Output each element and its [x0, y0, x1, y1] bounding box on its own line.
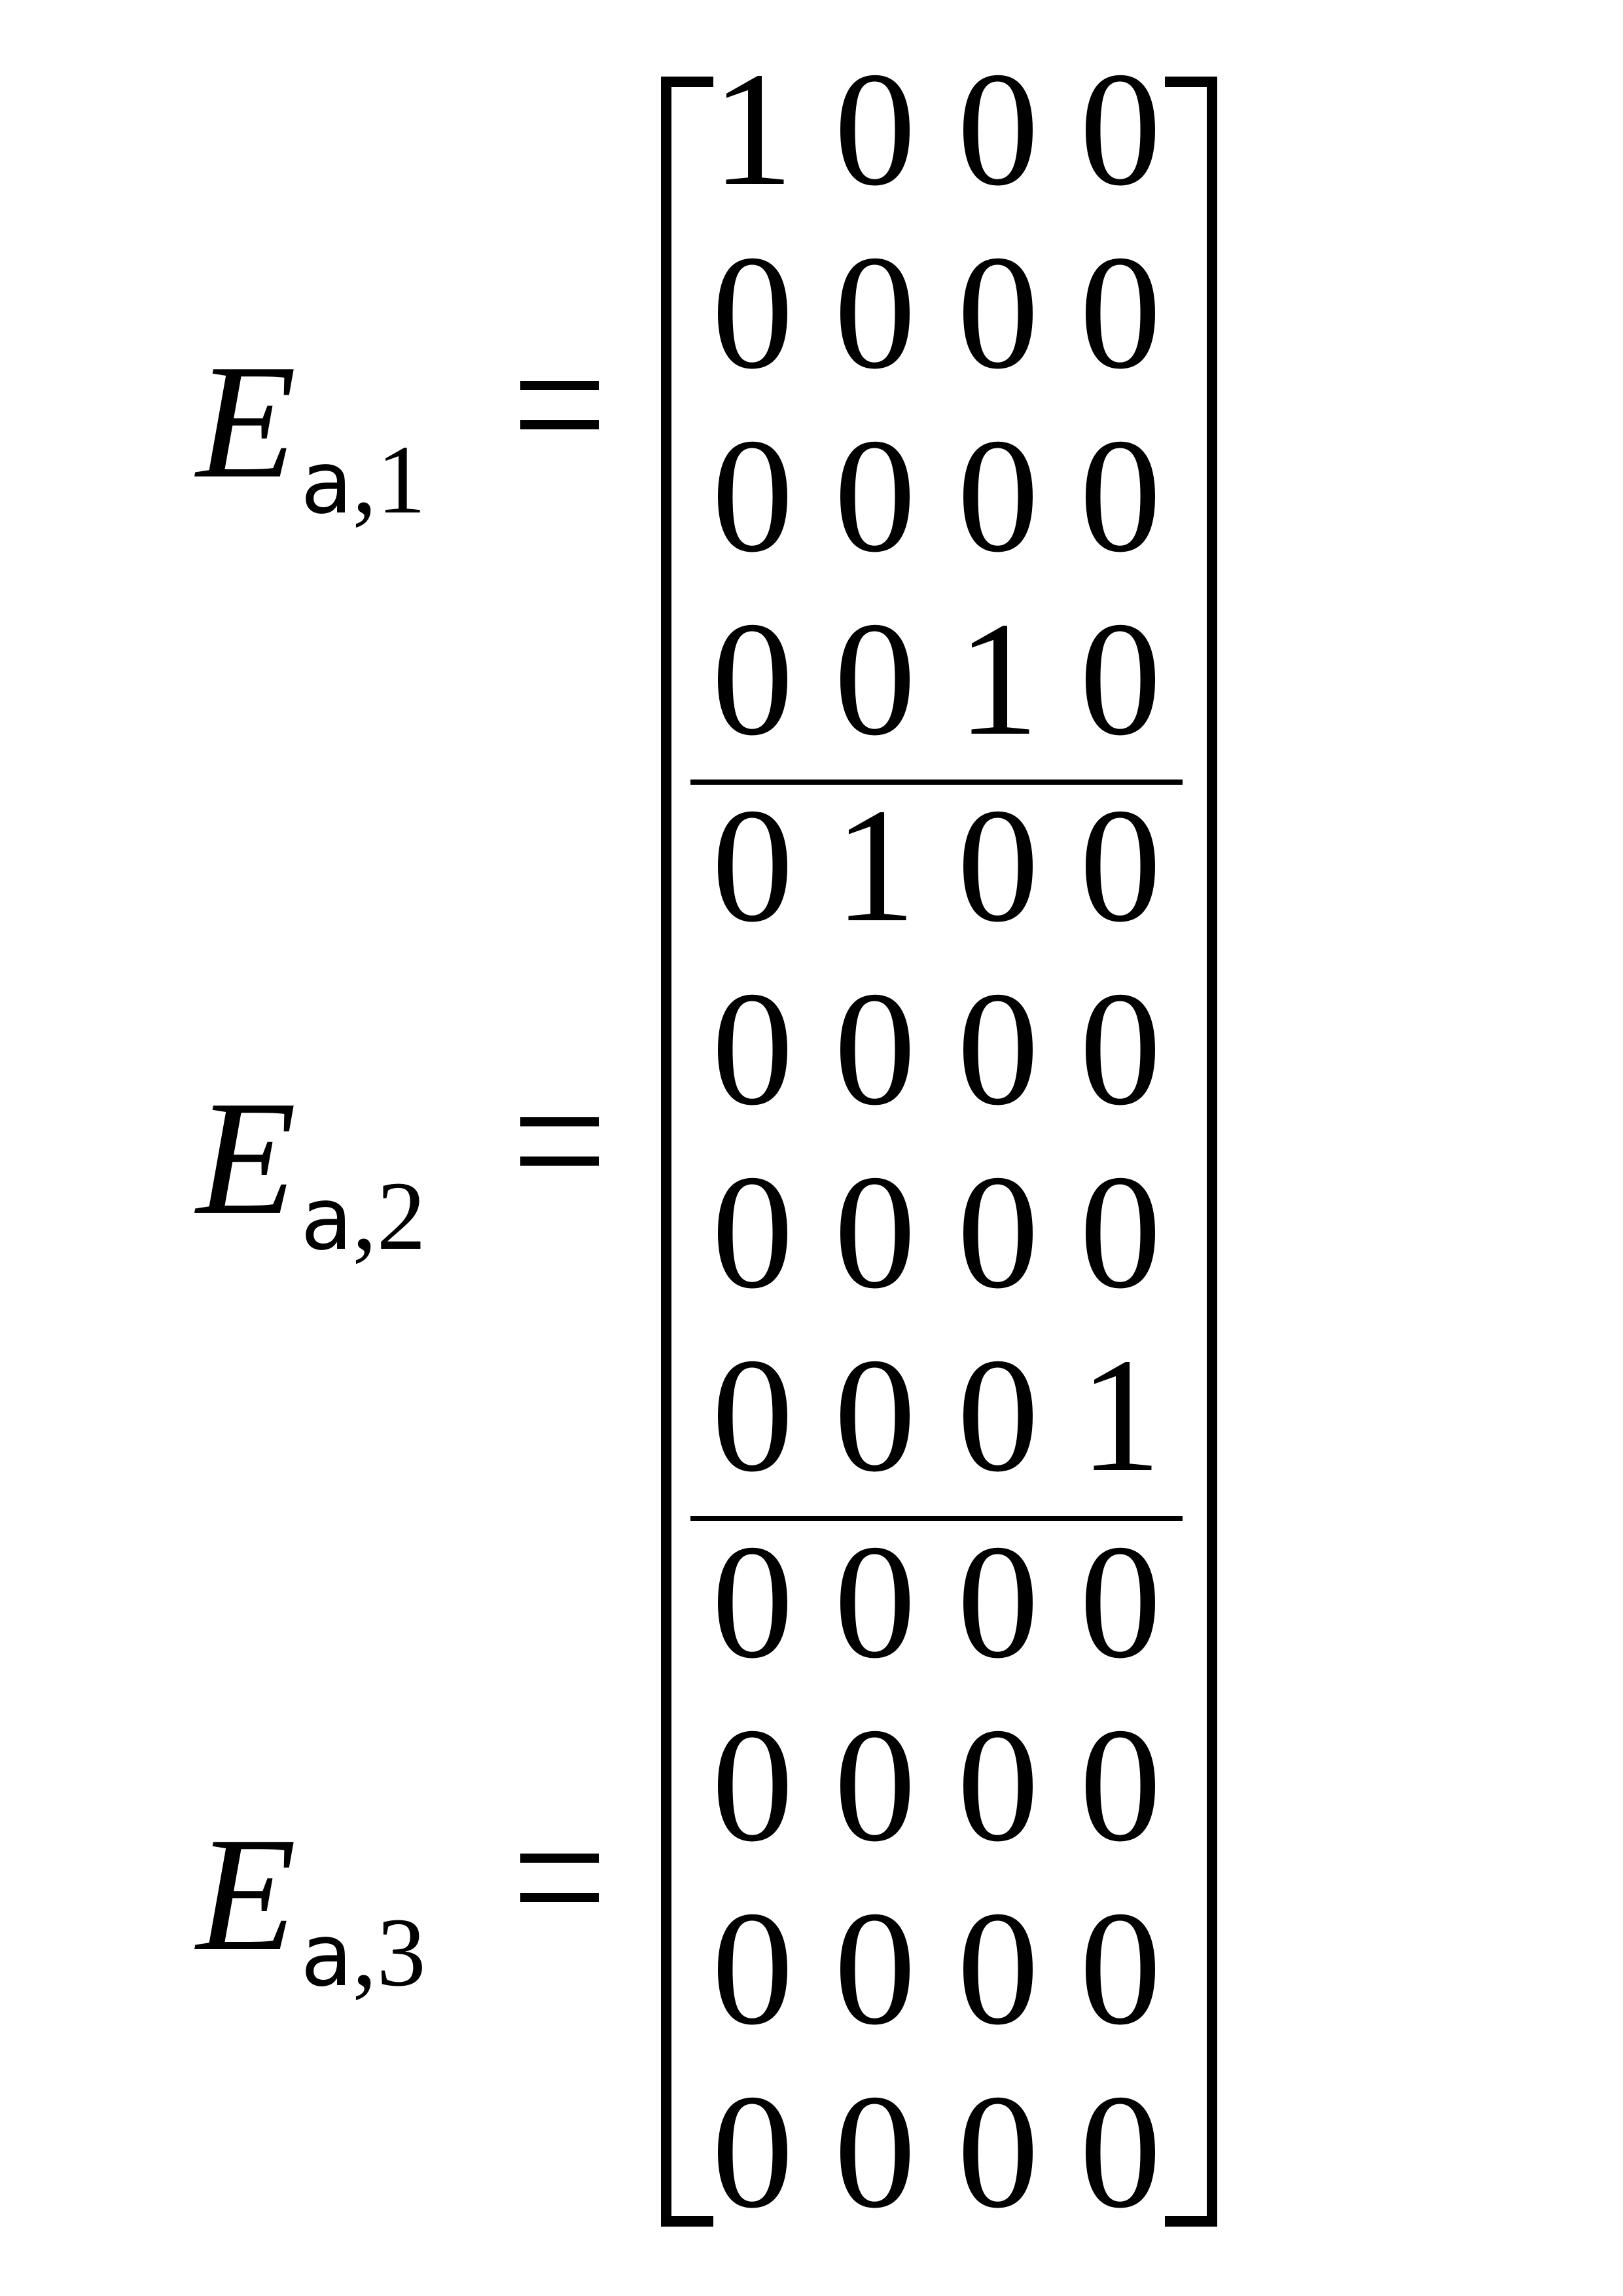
- matrix-cell: 0: [711, 958, 794, 1139]
- matrix-cell: 0: [711, 1695, 794, 1876]
- matrix-cell: 0: [1079, 1511, 1162, 1693]
- matrix-cell: 0: [1079, 39, 1162, 220]
- matrix-cell: 0: [711, 2061, 794, 2242]
- matrix-cell: 1: [957, 588, 1039, 770]
- subscript-letter: a: [300, 433, 353, 533]
- label-e-a-3: Ea,3: [196, 1813, 426, 2002]
- matrix-cell: 0: [1079, 1141, 1162, 1323]
- equals-sign-2: [520, 1103, 599, 1181]
- matrix-cell: 0: [834, 958, 916, 1139]
- matrix-cell: 0: [1079, 405, 1162, 586]
- equals-sign-1: [520, 367, 599, 445]
- matrix-left-bracket: [661, 77, 713, 2227]
- matrix-cell: 1: [834, 775, 916, 956]
- matrix-cell: 0: [711, 1511, 794, 1693]
- matrix-cell: 0: [834, 1511, 916, 1693]
- matrix-cell: 0: [711, 775, 794, 956]
- subscript-index: 3: [376, 1898, 426, 2007]
- matrix-cell: 0: [1079, 2061, 1162, 2242]
- label-symbol: E: [196, 1804, 296, 1985]
- subscript-separator: ,: [352, 1162, 377, 1270]
- subscript-letter: a: [300, 1169, 353, 1270]
- matrix-cell: 0: [711, 1878, 794, 2059]
- subscript-index: 2: [376, 1162, 426, 1270]
- matrix-cell: 1: [711, 39, 794, 220]
- matrix-cell: 0: [834, 1695, 916, 1876]
- matrix-cell: 0: [957, 39, 1039, 220]
- block-separator-1: [690, 780, 1183, 785]
- matrix-cell: 0: [711, 222, 794, 403]
- equals-sign-3: [520, 1839, 599, 1918]
- label-e-a-1: Ea,1: [196, 340, 426, 529]
- subscript-separator: ,: [352, 1898, 377, 2007]
- matrix-cell: 1: [1079, 1325, 1162, 1506]
- matrix-cell: 0: [1079, 958, 1162, 1139]
- matrix-cell: 0: [1079, 775, 1162, 956]
- matrix-cell: 0: [834, 1878, 916, 2059]
- label-symbol: E: [196, 331, 296, 512]
- label-subscript: a,1: [300, 431, 426, 529]
- matrix-cell: 0: [957, 1878, 1039, 2059]
- label-subscript: a,2: [300, 1167, 426, 1265]
- matrix-right-bracket: [1165, 77, 1217, 2227]
- subscript-separator: ,: [352, 425, 377, 534]
- matrix-cell: 0: [957, 1325, 1039, 1506]
- matrix-cell: 0: [957, 2061, 1039, 2242]
- matrix-cell: 0: [834, 222, 916, 403]
- matrix-cell: 0: [1079, 222, 1162, 403]
- matrix-cell: 0: [957, 405, 1039, 586]
- matrix-cell: 0: [1079, 1695, 1162, 1876]
- matrix-cell: 0: [834, 2061, 916, 2242]
- label-subscript: a,3: [300, 1903, 426, 2001]
- matrix-cell: 0: [834, 39, 916, 220]
- matrix-cell: 0: [834, 588, 916, 770]
- matrix-cell: 0: [711, 1141, 794, 1323]
- matrix-cell: 0: [1079, 588, 1162, 770]
- matrix-cell: 0: [957, 775, 1039, 956]
- matrix-cell: 0: [711, 1325, 794, 1506]
- subscript-index: 1: [376, 425, 426, 534]
- matrix-cell: 0: [834, 1141, 916, 1323]
- matrix-cell: 0: [957, 222, 1039, 403]
- label-e-a-2: Ea,2: [196, 1077, 426, 1266]
- matrix-cell: 0: [957, 958, 1039, 1139]
- matrix-cell: 0: [957, 1141, 1039, 1323]
- matrix-cell: 0: [834, 1325, 916, 1506]
- block-separator-2: [690, 1516, 1183, 1521]
- matrix-cell: 0: [957, 1695, 1039, 1876]
- subscript-letter: a: [300, 1905, 353, 2006]
- matrix-cell: 0: [834, 405, 916, 586]
- matrix-cell: 0: [711, 405, 794, 586]
- matrix-cell: 0: [1079, 1878, 1162, 2059]
- matrix-cell: 0: [711, 588, 794, 770]
- matrix-cell: 0: [957, 1511, 1039, 1693]
- label-symbol: E: [196, 1067, 296, 1249]
